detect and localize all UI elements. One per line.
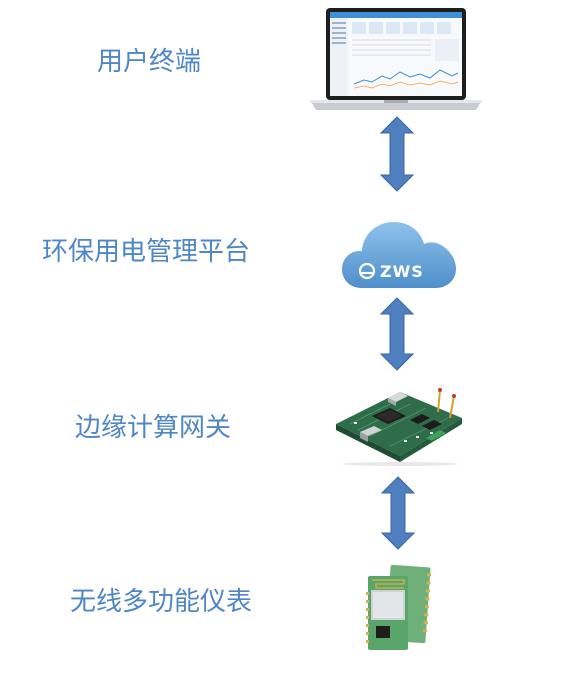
double-arrow-2 bbox=[379, 297, 415, 371]
cloud-icon: ZWS bbox=[340, 214, 458, 294]
cloud-badge: ZWS bbox=[380, 262, 424, 281]
circuit-board-icon bbox=[330, 378, 466, 466]
layer-label-platform: 环保用电管理平台 bbox=[42, 237, 251, 267]
double-arrow-3 bbox=[380, 476, 416, 550]
layer-label-edge-gateway: 边缘计算网关 bbox=[75, 413, 232, 443]
laptop-icon bbox=[306, 6, 486, 114]
layer-label-wireless-meter: 无线多功能仪表 bbox=[70, 587, 253, 617]
wireless-module-icon bbox=[362, 562, 438, 654]
layer-label-user-terminal: 用户终端 bbox=[97, 47, 202, 77]
double-arrow-1 bbox=[379, 116, 415, 192]
